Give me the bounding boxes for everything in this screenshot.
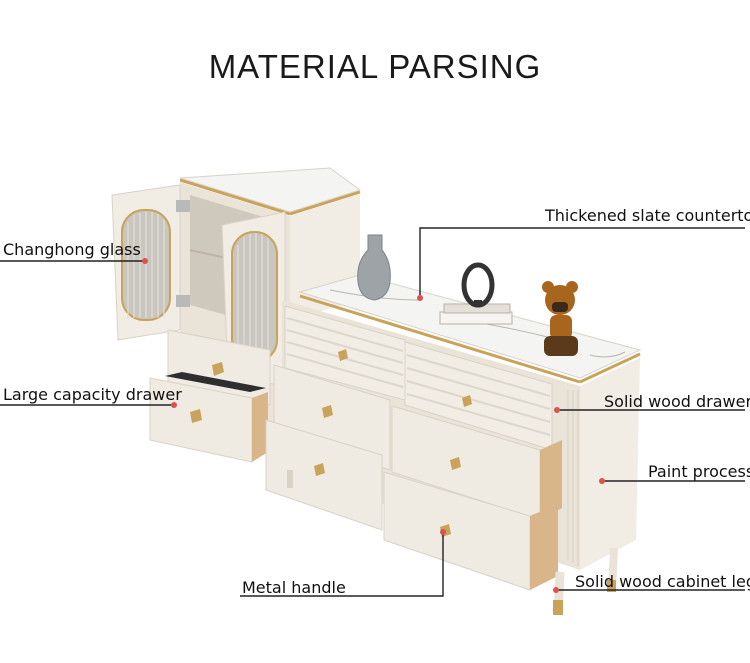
callout-leader-lines (0, 227, 745, 597)
page-title: MATERIAL PARSING (208, 48, 542, 85)
callout-handle: Metal handle (242, 578, 346, 597)
callout-drawer-capacity: Large capacity drawer (3, 385, 182, 404)
callout-dots (142, 258, 605, 593)
wide-dresser (265, 274, 642, 616)
ring-sculpture-decor (439, 262, 513, 325)
callout-glass: Changhong glass (3, 240, 141, 259)
glass-vase-decor (357, 234, 391, 301)
callout-legs: Solid wood cabinet legs (575, 572, 750, 591)
callout-solid-drawers: Solid wood drawers (604, 392, 750, 411)
callout-paint: Paint process (648, 462, 750, 481)
callout-countertop: Thickened slate countertop (545, 206, 750, 225)
bear-figurine-decor (542, 281, 578, 356)
